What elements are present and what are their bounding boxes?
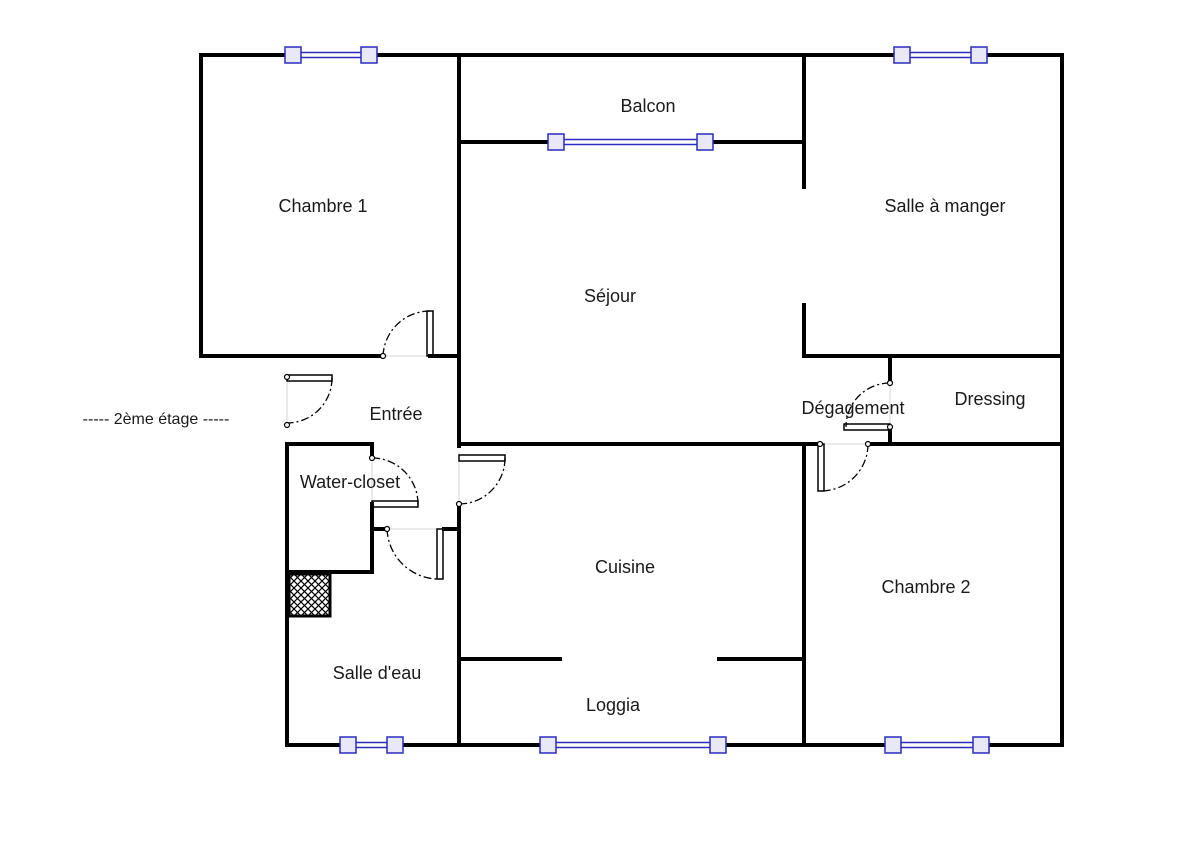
window-loggia	[539, 736, 727, 754]
floor-label: ----- 2ème étage -----	[83, 411, 230, 428]
windows	[284, 46, 990, 754]
door-entree[interactable]	[283, 373, 333, 429]
doors	[283, 310, 894, 580]
label-entree: Entrée	[369, 404, 422, 424]
label-balcon: Balcon	[620, 96, 675, 116]
label-dressing: Dressing	[954, 389, 1025, 409]
window-balcon-sejour	[547, 133, 714, 151]
window-chambre2	[884, 736, 990, 754]
window-salle-a-manger	[893, 46, 988, 64]
openings	[286, 355, 891, 530]
door-water-closet[interactable]	[368, 454, 419, 508]
label-chambre2: Chambre 2	[881, 577, 970, 597]
window-salle-deau	[339, 736, 404, 754]
door-chambre2[interactable]	[816, 440, 872, 492]
door-cuisine[interactable]	[455, 454, 506, 508]
label-degagement: Dégagement	[801, 398, 904, 418]
label-sejour: Séjour	[584, 286, 636, 306]
label-loggia: Loggia	[586, 695, 641, 715]
label-salle-a-manger: Salle à manger	[884, 196, 1005, 216]
label-salle-deau: Salle d'eau	[333, 663, 422, 683]
label-chambre1: Chambre 1	[278, 196, 367, 216]
door-chambre1[interactable]	[379, 310, 434, 360]
door-salle-deau[interactable]	[383, 525, 444, 580]
room-labels: Chambre 1 Balcon Salle à manger Séjour E…	[83, 96, 1026, 715]
ventilation-duct	[287, 572, 332, 618]
label-water-closet: Water-closet	[300, 472, 400, 492]
door-dressing[interactable]	[843, 379, 894, 431]
label-cuisine: Cuisine	[595, 557, 655, 577]
walls	[199, 53, 1064, 747]
window-chambre1	[284, 46, 378, 64]
